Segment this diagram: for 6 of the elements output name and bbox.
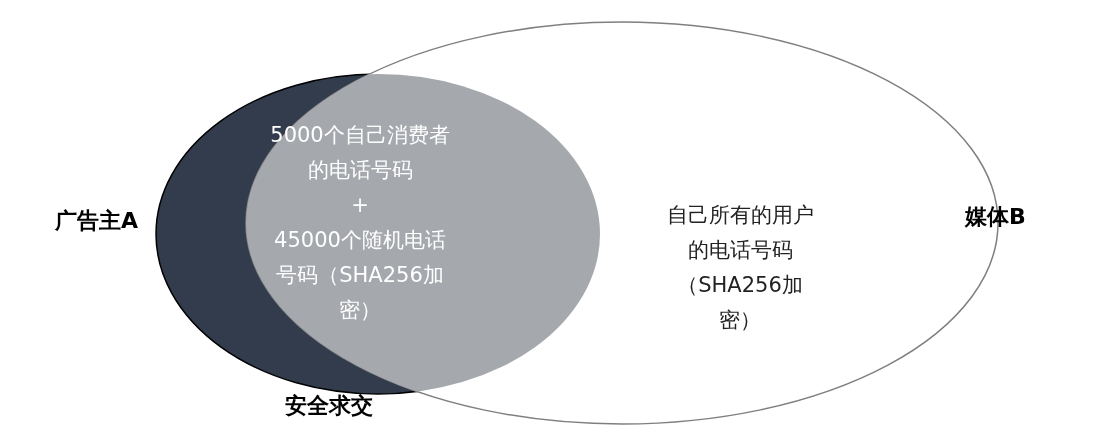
region-text: 自己所有的用户的电话号码（SHA256加密）	[665, 202, 815, 334]
group-label: 媒体B	[965, 203, 1026, 231]
overlap-label: 安全求交	[285, 392, 373, 420]
group-label: 广告主A	[55, 207, 139, 235]
region-text: 45000个随机电话号码（SHA256加密）	[273, 227, 447, 324]
region-text: +	[350, 192, 370, 219]
